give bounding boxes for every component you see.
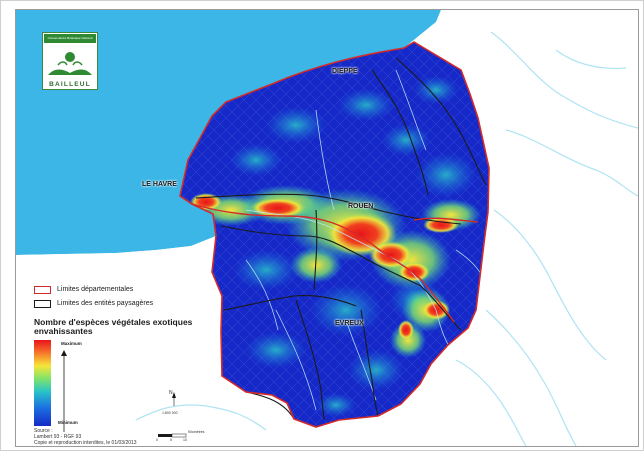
logo-top-text: Conservatoire Botanique National: [44, 34, 96, 43]
scale-tick-10: 10: [183, 438, 187, 442]
city-label-rouen: ROUEN: [348, 203, 374, 210]
conservatoire-logo: Conservatoire Botanique National BAILLEU…: [42, 32, 98, 90]
source-copyright: Copie et reproduction interdites, le 01/…: [34, 440, 137, 446]
city-label-evreux: EVREUX: [335, 320, 364, 327]
legend-department-label: Limites départementales: [57, 286, 134, 293]
scale-bar: [158, 433, 187, 438]
north-label: N: [169, 390, 173, 396]
legend-minimum-label: Minimum: [58, 420, 78, 425]
legend-department-swatch: [34, 286, 51, 294]
scale-tick-5: 5: [170, 438, 172, 442]
city-label-le-havre: LE HAVRE: [142, 181, 177, 188]
map-area: Conservatoire Botanique National BAILLEU…: [15, 9, 639, 447]
logo-name: BAILLEUL: [49, 81, 91, 88]
department-boundary-seine: [191, 203, 479, 323]
logo-plant-icon: [48, 52, 92, 75]
sea-area: [16, 10, 441, 255]
source-label: Source :: [34, 428, 53, 434]
outside-rivers: [135, 31, 638, 446]
legend-arrow-icon: [61, 350, 67, 432]
legend-title: Nombre d'espèces végétales exotiques env…: [34, 317, 193, 336]
legend-maximum-label: Maximum: [61, 341, 82, 346]
legend-landscape-swatch: [34, 300, 51, 308]
city-label-dieppe: DIEPPE: [332, 68, 358, 75]
legend-gradient-bar: [34, 340, 51, 426]
scale-unit: Kilomètres: [188, 430, 205, 434]
heatmap-region: [180, 42, 489, 427]
legend-landscape-label: Limites des entités paysagères: [57, 300, 154, 307]
map-svg: [16, 10, 638, 446]
source-projection: Lambert 93 - RGF 93: [34, 434, 82, 440]
north-arrow: [172, 392, 176, 406]
scale-tick-0: 0: [156, 438, 158, 442]
department-limits: [179, 41, 490, 428]
scale-ratio: 1:800 000: [162, 411, 178, 415]
